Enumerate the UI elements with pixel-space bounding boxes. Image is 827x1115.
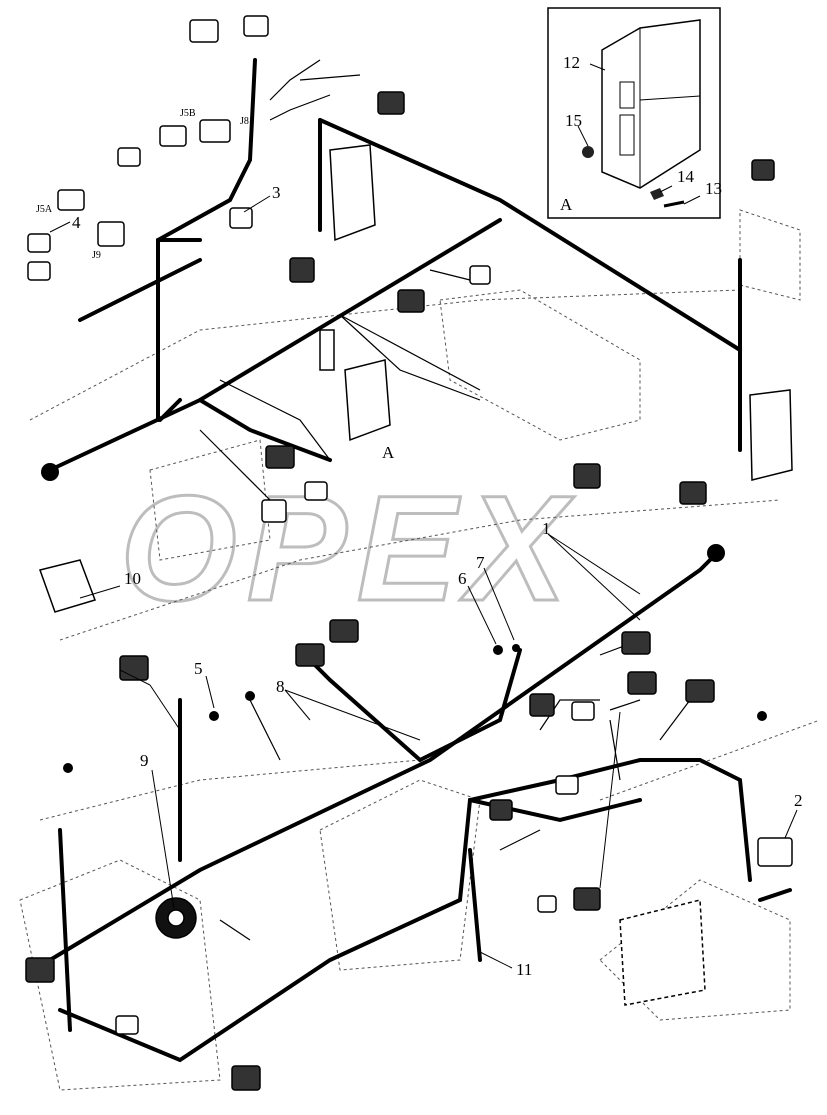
leader-lines (49, 195, 798, 969)
relay-icon (537, 895, 557, 913)
relay-icon (571, 701, 595, 721)
connector-icon (265, 445, 295, 469)
connector-icon (573, 887, 601, 911)
connector-icon (243, 15, 269, 37)
callout-9: 9 (140, 751, 149, 770)
callout-2: 2 (794, 791, 803, 810)
ground-terminal-icon (41, 463, 59, 481)
callout-13: 13 (705, 179, 722, 198)
connector-label-j5a: J5A (36, 204, 53, 215)
control-module (329, 144, 376, 242)
relay-icon (27, 261, 51, 281)
connector-icon (751, 159, 775, 181)
callout-6: 6 (458, 569, 467, 588)
connector-label-j8: J8 (240, 116, 249, 127)
connector-icon (757, 837, 793, 867)
connector-icon (573, 463, 601, 489)
connector-icon (397, 289, 425, 313)
connector-icon (289, 257, 315, 283)
ground-terminal-icon (707, 544, 725, 562)
main-harness (48, 58, 742, 472)
relay-icon (261, 499, 287, 523)
connector-icon (489, 799, 513, 821)
cable-tie-icon (39, 559, 96, 613)
connector-label-j5b: J5B (180, 108, 196, 119)
detail-a-reference: A (382, 443, 395, 462)
connector-icon (25, 957, 55, 983)
callout-8: 8 (276, 677, 285, 696)
callout-11: 11 (516, 960, 532, 979)
connector-icon (119, 655, 149, 681)
modules (39, 144, 793, 1006)
relay-icon (555, 775, 579, 795)
connectors (25, 15, 793, 1091)
connector-icon (231, 1065, 261, 1091)
bolt-icon (757, 711, 767, 721)
callout-12: 12 (563, 53, 580, 72)
connector-label-j9: J9 (92, 250, 101, 261)
callout-10: 10 (124, 569, 141, 588)
callout-5: 5 (194, 659, 203, 678)
detail-a-label: A (560, 195, 573, 214)
callout-15: 15 (565, 111, 582, 130)
callout-3: 3 (272, 183, 281, 202)
nut-icon (209, 711, 219, 721)
relay-icon (229, 207, 253, 229)
connector-icon (329, 619, 359, 643)
relay-icon (27, 233, 51, 253)
washer-icon (650, 188, 664, 200)
connector-icon (117, 147, 141, 167)
connector-icon (627, 671, 657, 695)
connector-icon (685, 679, 715, 703)
callout-1: 1 (542, 519, 551, 538)
connector-icon (529, 693, 555, 717)
connector-icon (679, 481, 707, 505)
screw-icon (582, 146, 594, 158)
connector-icon (295, 643, 325, 667)
detail-a-inset: 12 15 14 13 A (547, 7, 722, 219)
battery-icon (619, 899, 706, 1006)
control-module (749, 389, 793, 481)
bolt-icon (63, 763, 73, 773)
relay-icon (115, 1015, 139, 1035)
relay-icon (469, 265, 491, 285)
bolt-icon (245, 691, 255, 701)
connector-icon (57, 189, 85, 211)
connector-icon (377, 91, 405, 115)
connector-icon (159, 125, 187, 147)
callout-4: 4 (72, 213, 81, 232)
nut-icon (493, 645, 503, 655)
relay-icon (304, 481, 328, 501)
connector-icon (621, 631, 651, 655)
screw-icon (512, 644, 520, 652)
watermark: OPEX (120, 464, 577, 632)
frame-outline (19, 209, 821, 1091)
connector-icon (189, 19, 219, 43)
control-module (344, 359, 391, 442)
callout-14: 14 (677, 167, 695, 186)
connector-icon (199, 119, 231, 143)
callout-7: 7 (476, 553, 485, 572)
lower-harness (48, 553, 792, 1063)
bolt-icon (663, 200, 685, 208)
connector-icon (97, 221, 125, 247)
